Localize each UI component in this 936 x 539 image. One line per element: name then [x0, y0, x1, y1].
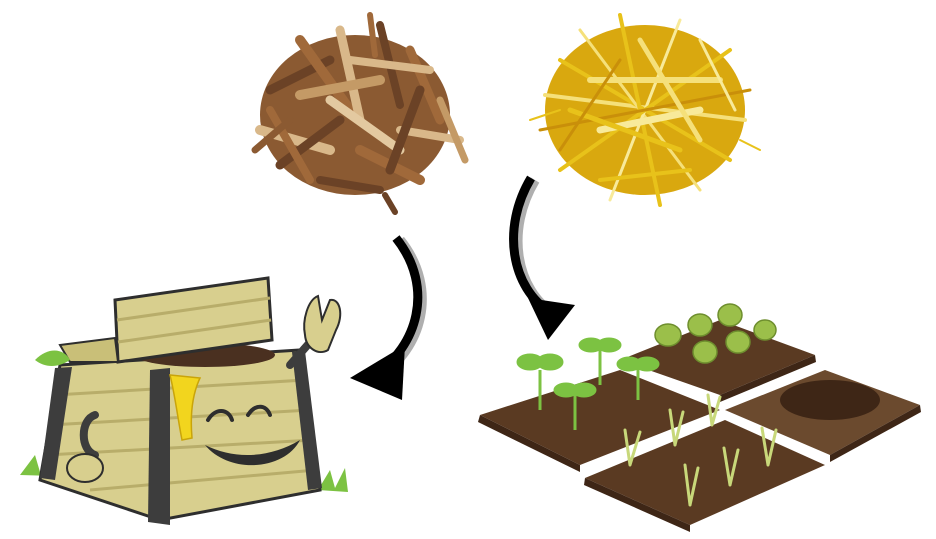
- wood-chips-icon: [255, 15, 465, 212]
- garden-beds-icon: [478, 304, 921, 532]
- straw-icon: [530, 15, 760, 205]
- arrow-icon: [514, 178, 575, 340]
- compost-bin-icon: [20, 278, 348, 525]
- arrow-icon: [350, 238, 422, 400]
